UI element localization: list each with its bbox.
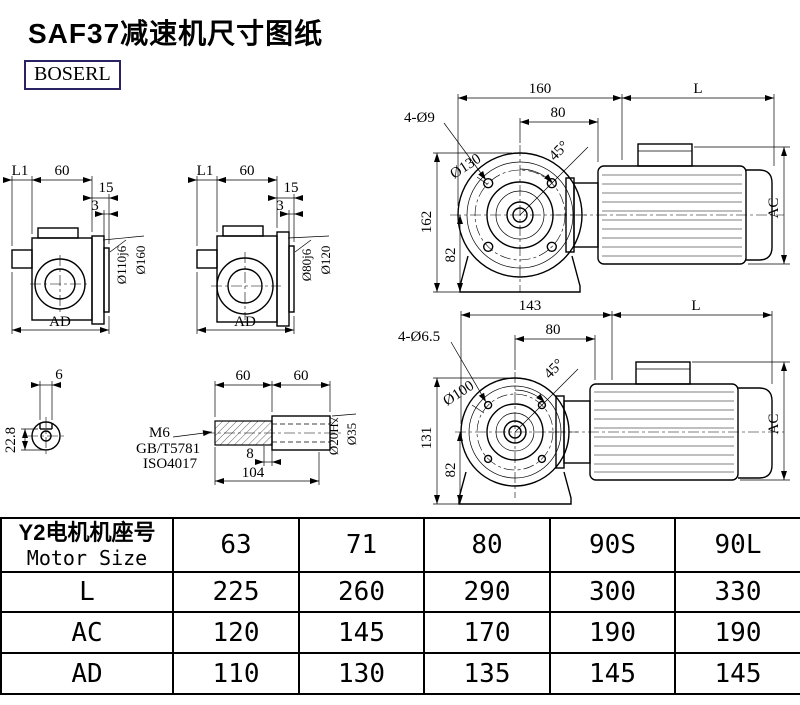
motor-size-col-71: 71 xyxy=(298,517,425,573)
row-label-AD: AD xyxy=(0,652,174,695)
shaft-dim-60a: 60 xyxy=(236,368,251,384)
page-title: SAF37减速机尺寸图纸 xyxy=(28,18,324,49)
sideB-dim-60: 60 xyxy=(240,163,255,179)
row-label-AC: AC xyxy=(0,611,174,654)
frontA-dim-ac: AC xyxy=(766,198,782,219)
shaft-end-view-linework xyxy=(21,381,65,455)
sideA-dim-3: 3 xyxy=(91,198,99,214)
shaft-dim-8: 8 xyxy=(246,446,254,462)
frontA-dim-162: 162 xyxy=(419,211,435,234)
table-cell: 190 xyxy=(674,611,800,654)
frontB-dim-131: 131 xyxy=(419,427,435,450)
frontB-dim-L: L xyxy=(691,298,700,314)
sideA-dim-15: 15 xyxy=(99,180,114,196)
frontA-dim-L: L xyxy=(693,81,702,97)
motor-size-col-90S: 90S xyxy=(549,517,676,573)
table-cell: 225 xyxy=(172,571,300,613)
sideB-dim-ad: AD xyxy=(234,314,256,330)
sideB-dim-3: 3 xyxy=(276,198,284,214)
table-header-cell: Y2电机机座号 Motor Size xyxy=(0,517,174,573)
table-row: L 225 260 290 300 330 xyxy=(0,571,800,613)
frontB-dim-holes: 4-Ø6.5 xyxy=(398,329,440,345)
table-row: AC 120 145 170 190 190 xyxy=(0,611,800,654)
frontA-dim-80: 80 xyxy=(551,105,566,121)
shaft-thread-label: M6 xyxy=(149,425,170,441)
shaft-dim-60b: 60 xyxy=(294,368,309,384)
shaft-dim-104: 104 xyxy=(242,465,265,481)
front-view-a-linework xyxy=(433,94,790,293)
table-cell: 260 xyxy=(298,571,425,613)
table-cell: 135 xyxy=(423,652,551,695)
sideB-dim-shaft-dia: Ø80j6 xyxy=(299,248,314,281)
motor-size-label-cn: Y2电机机座号 xyxy=(18,520,156,545)
sideA-dim-l1: L1 xyxy=(12,163,29,179)
sideA-dim-60: 60 xyxy=(55,163,70,179)
shaftEnd-dim-228: 22.8 xyxy=(3,427,19,453)
motor-size-col-63: 63 xyxy=(172,517,300,573)
sideA-dim-flange-dia: Ø160 xyxy=(133,246,148,275)
boserl-logo: BOSERL xyxy=(24,60,121,90)
table-cell: 190 xyxy=(549,611,676,654)
technical-drawing: L1 60 15 3 Ø110j6 Ø160 AD xyxy=(3,81,790,505)
table-cell: 170 xyxy=(423,611,551,654)
table-cell: 145 xyxy=(298,611,425,654)
motor-size-col-90L: 90L xyxy=(674,517,800,573)
frontB-dim-ac: AC xyxy=(766,414,782,435)
frontA-dim-82: 82 xyxy=(443,248,459,263)
sideA-dim-shaft-dia: Ø110j6 xyxy=(114,245,129,284)
sideB-dim-15: 15 xyxy=(284,180,299,196)
shaft-dim-bore: Ø20H7 xyxy=(326,416,341,455)
shaft-detail-linework xyxy=(172,381,357,485)
frontA-dim-160: 160 xyxy=(529,81,552,97)
table-cell: 145 xyxy=(674,652,800,695)
side-view-b-linework xyxy=(188,176,330,334)
table-cell: 120 xyxy=(172,611,300,654)
table-cell: 300 xyxy=(549,571,676,613)
frontA-dim-bolt-circle: Ø130 xyxy=(447,151,484,183)
table-cell: 290 xyxy=(423,571,551,613)
side-view-a-linework xyxy=(3,176,145,334)
shaft-std-gb-label: GB/T5781 xyxy=(136,441,200,457)
shaft-dim-od: Ø35 xyxy=(344,423,359,445)
sideB-dim-l1: L1 xyxy=(197,163,214,179)
table-cell: 130 xyxy=(298,652,425,695)
front-view-b-linework xyxy=(433,311,790,505)
sideA-dim-ad: AD xyxy=(49,314,71,330)
frontB-dim-82: 82 xyxy=(443,463,459,478)
frontB-dim-bolt-circle: Ø100 xyxy=(440,378,477,410)
table-cell: 145 xyxy=(549,652,676,695)
motor-size-table: Y2电机机座号 Motor Size 63 71 80 90S 90L L 22… xyxy=(0,517,800,695)
frontB-dim-80: 80 xyxy=(546,322,561,338)
frontB-dim-143: 143 xyxy=(519,298,542,314)
shaftEnd-dim-6: 6 xyxy=(55,367,63,383)
table-cell: 110 xyxy=(172,652,300,695)
frontB-dim-45deg: 45° xyxy=(541,356,567,382)
table-cell: 330 xyxy=(674,571,800,613)
row-label-L: L xyxy=(0,571,174,613)
motor-size-label-en: Motor Size xyxy=(26,546,148,570)
table-row: AD 110 130 135 145 145 xyxy=(0,652,800,695)
sideB-dim-flange-dia: Ø120 xyxy=(318,246,333,275)
motor-size-col-80: 80 xyxy=(423,517,551,573)
shaft-std-iso-label: ISO4017 xyxy=(143,456,198,472)
frontA-dim-holes: 4-Ø9 xyxy=(404,110,435,126)
